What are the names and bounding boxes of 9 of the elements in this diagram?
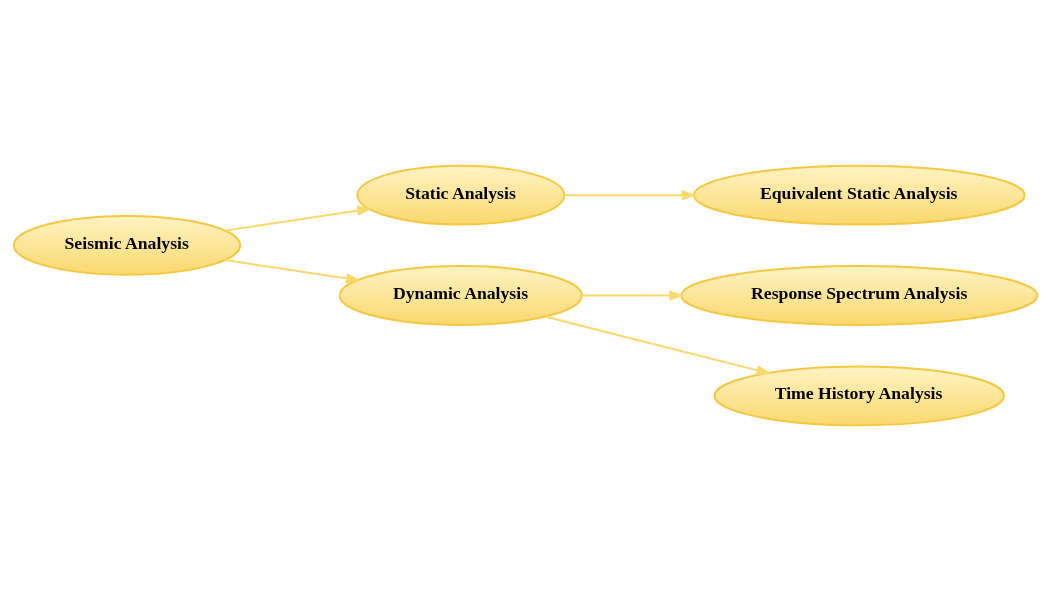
arrow [563, 190, 697, 201]
arrow [581, 290, 685, 301]
arrow [224, 259, 361, 284]
node-ellipse: Seismic Analysis [12, 214, 242, 276]
node-ellipse: Dynamic Analysis [338, 265, 583, 326]
node-ellipse: Equivalent Static Analysis [692, 164, 1026, 226]
arrow [224, 205, 372, 232]
node-ellipse: Response Spectrum Analysis [680, 265, 1039, 326]
arrow [543, 315, 772, 376]
